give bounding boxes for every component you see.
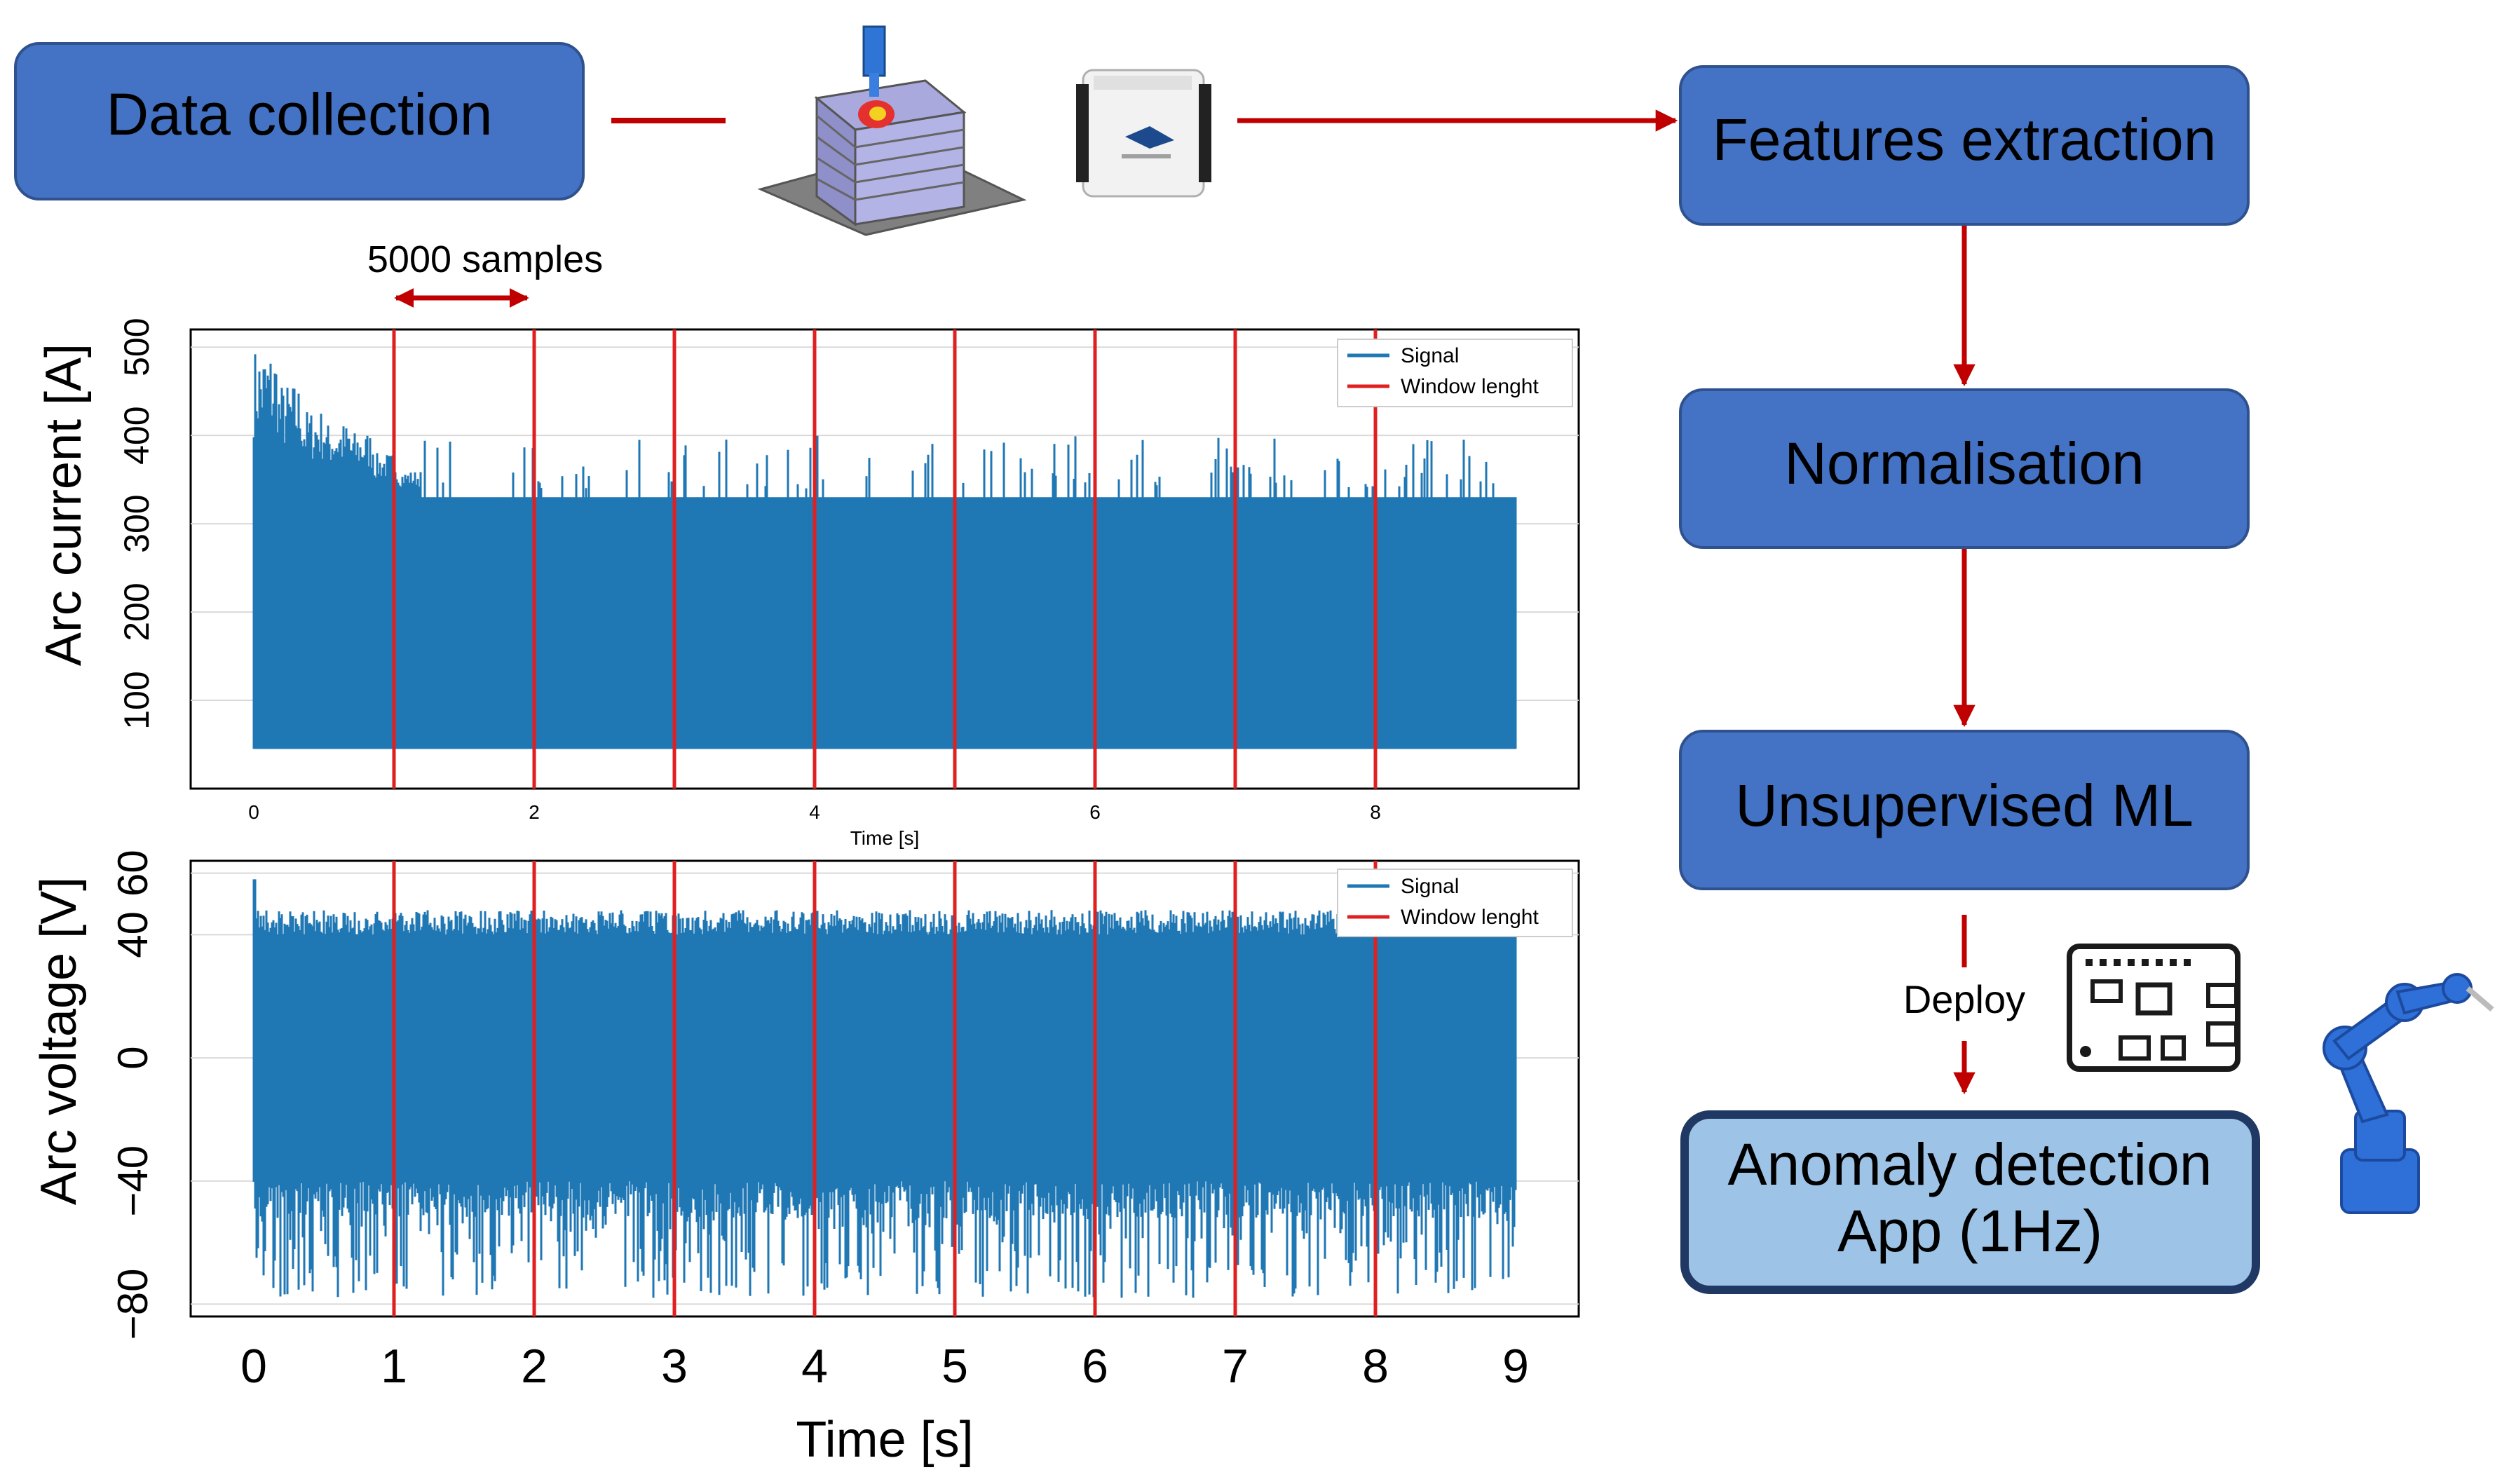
x-tick-label: 0 <box>248 801 259 823</box>
x-tick-label: 9 <box>1502 1340 1529 1393</box>
y-tick-label: 500 <box>117 318 156 376</box>
normalisation-label: Normalisation <box>1784 430 2144 496</box>
x-tick-label: 6 <box>1082 1340 1108 1393</box>
plot2-xlabel: Time [s] <box>796 1412 973 1468</box>
x-tick-label: 5 <box>941 1340 968 1393</box>
window-annotation-label: 5000 samples <box>367 238 603 280</box>
normalisation-box: Normalisation <box>1679 388 2250 549</box>
signal-band <box>254 934 1516 1150</box>
features-extraction-box: Features extraction <box>1679 65 2250 226</box>
y-tick-label: −80 <box>109 1269 156 1340</box>
features-extraction-label: Features extraction <box>1712 107 2216 172</box>
plot1-ylabel: Arc current [A] <box>36 343 92 666</box>
x-tick-label: 1 <box>381 1340 407 1393</box>
y-tick-label: 40 <box>109 911 156 958</box>
data-collection-box: Data collection <box>14 42 585 200</box>
legend-signal-label: Signal <box>1401 344 1459 367</box>
x-tick-label: 4 <box>809 801 820 823</box>
anomaly-label-line1: Anomaly detection <box>1727 1131 2212 1197</box>
plot2-ylabel: Arc voltage [V] <box>31 877 87 1205</box>
unsupervised-ml-box: Unsupervised ML <box>1679 730 2250 890</box>
y-tick-label: 0 <box>109 1046 156 1069</box>
y-tick-label: 300 <box>117 494 156 552</box>
robot-arm-icon <box>2323 973 2494 1214</box>
x-tick-label: 0 <box>240 1340 267 1393</box>
x-tick-label: 4 <box>801 1340 828 1393</box>
anomaly-detection-app-box: Anomaly detection App (1Hz) <box>1680 1110 2260 1294</box>
y-tick-label: 60 <box>109 850 156 897</box>
x-tick-label: 2 <box>529 801 540 823</box>
arc-current-plot: 100 200 300 400 500 0 2 4 6 8 Time [s] Arc curre… <box>36 318 1580 849</box>
plot1-xlabel: Time [s] <box>850 827 920 849</box>
x-tick-label: 8 <box>1362 1340 1389 1393</box>
x-tick-label: 2 <box>521 1340 548 1393</box>
data-collection-label: Data collection <box>107 81 493 147</box>
anomaly-label-line2: App (1Hz) <box>1837 1198 2102 1264</box>
y-tick-label: 400 <box>117 406 156 464</box>
y-tick-label: −40 <box>109 1145 156 1217</box>
raspberry-pi-icon <box>2067 944 2241 1072</box>
welding-torch-icon <box>757 25 1027 236</box>
legend-window-label: Window lenght <box>1401 906 1539 929</box>
x-tick-label: 7 <box>1222 1340 1249 1393</box>
x-tick-label: 6 <box>1089 801 1101 823</box>
arc-voltage-plot: −80 −40 0 40 60 0 1 2 3 4 5 6 7 8 9 Time [s] Arc volt… <box>31 850 1580 1468</box>
x-tick-label: 8 <box>1370 801 1381 823</box>
legend-window-label: Window lenght <box>1401 375 1539 398</box>
daq-device-icon <box>1076 69 1211 198</box>
plot2-legend: Signal Window lenght <box>1337 869 1573 937</box>
unsupervised-ml-label: Unsupervised ML <box>1735 772 2194 838</box>
deploy-label: Deploy <box>1903 977 2025 1021</box>
signal-band <box>254 501 1516 749</box>
y-tick-label: 100 <box>117 671 156 729</box>
y-tick-label: 200 <box>117 583 156 641</box>
x-tick-label: 3 <box>661 1340 688 1393</box>
legend-signal-label: Signal <box>1401 875 1459 898</box>
plot1-legend: Signal Window lenght <box>1337 339 1573 407</box>
